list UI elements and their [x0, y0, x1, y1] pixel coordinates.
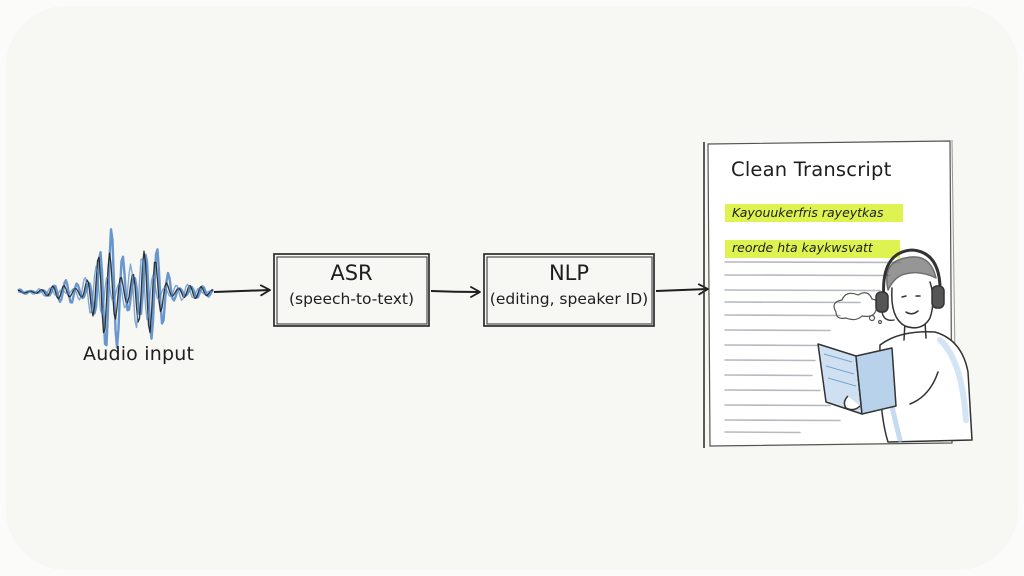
transcript-text-line	[724, 359, 816, 362]
nlp-title: NLP	[548, 261, 590, 285]
transcript-text-line	[724, 374, 813, 377]
transcript-text-line	[724, 289, 881, 292]
person-with-headphones-icon	[857, 248, 973, 443]
transcript-text-line	[724, 329, 831, 332]
transcript-text-line	[724, 404, 831, 407]
book-icon	[817, 343, 897, 415]
asr-title: ASR	[330, 261, 373, 285]
transcript-title: Clean Transcript	[731, 158, 892, 181]
transcript-text-line	[724, 261, 901, 264]
transcript-text-line	[724, 314, 841, 317]
transcript-text-line	[724, 389, 821, 392]
waveform-icon	[17, 228, 215, 349]
transcript-text-line	[724, 274, 891, 277]
nlp-subtitle: (editing, speaker ID)	[489, 290, 649, 308]
transcript-text-line	[724, 431, 801, 434]
waveform-stroke	[17, 250, 213, 334]
asr-box-outline	[273, 253, 430, 327]
transcript-text-line	[724, 419, 841, 422]
arrow-nlp-to-transcript	[655, 283, 709, 296]
audio-input-label: Audio input	[83, 343, 195, 365]
highlight-bar-1	[725, 204, 903, 222]
highlight-bar-2	[725, 240, 900, 258]
arrow-audio-to-asr	[213, 284, 271, 297]
transcript-text-line	[724, 344, 821, 347]
arrow-asr-to-nlp	[430, 286, 481, 298]
highlighted-line-2: reorde hta kaykwsvatt	[732, 240, 873, 255]
transcript-text-line	[724, 301, 861, 304]
highlighted-line-1: Kayouukerfris rayeytkas	[732, 205, 884, 220]
waveform-stroke	[17, 258, 214, 329]
nlp-box-outline	[483, 253, 655, 327]
asr-subtitle: (speech-to-text)	[288, 290, 415, 308]
waveform-stroke	[17, 228, 215, 349]
nlp-stage-box: NLP (editing, speaker ID)	[484, 254, 654, 326]
asr-stage-box: ASR (speech-to-text)	[274, 254, 429, 326]
